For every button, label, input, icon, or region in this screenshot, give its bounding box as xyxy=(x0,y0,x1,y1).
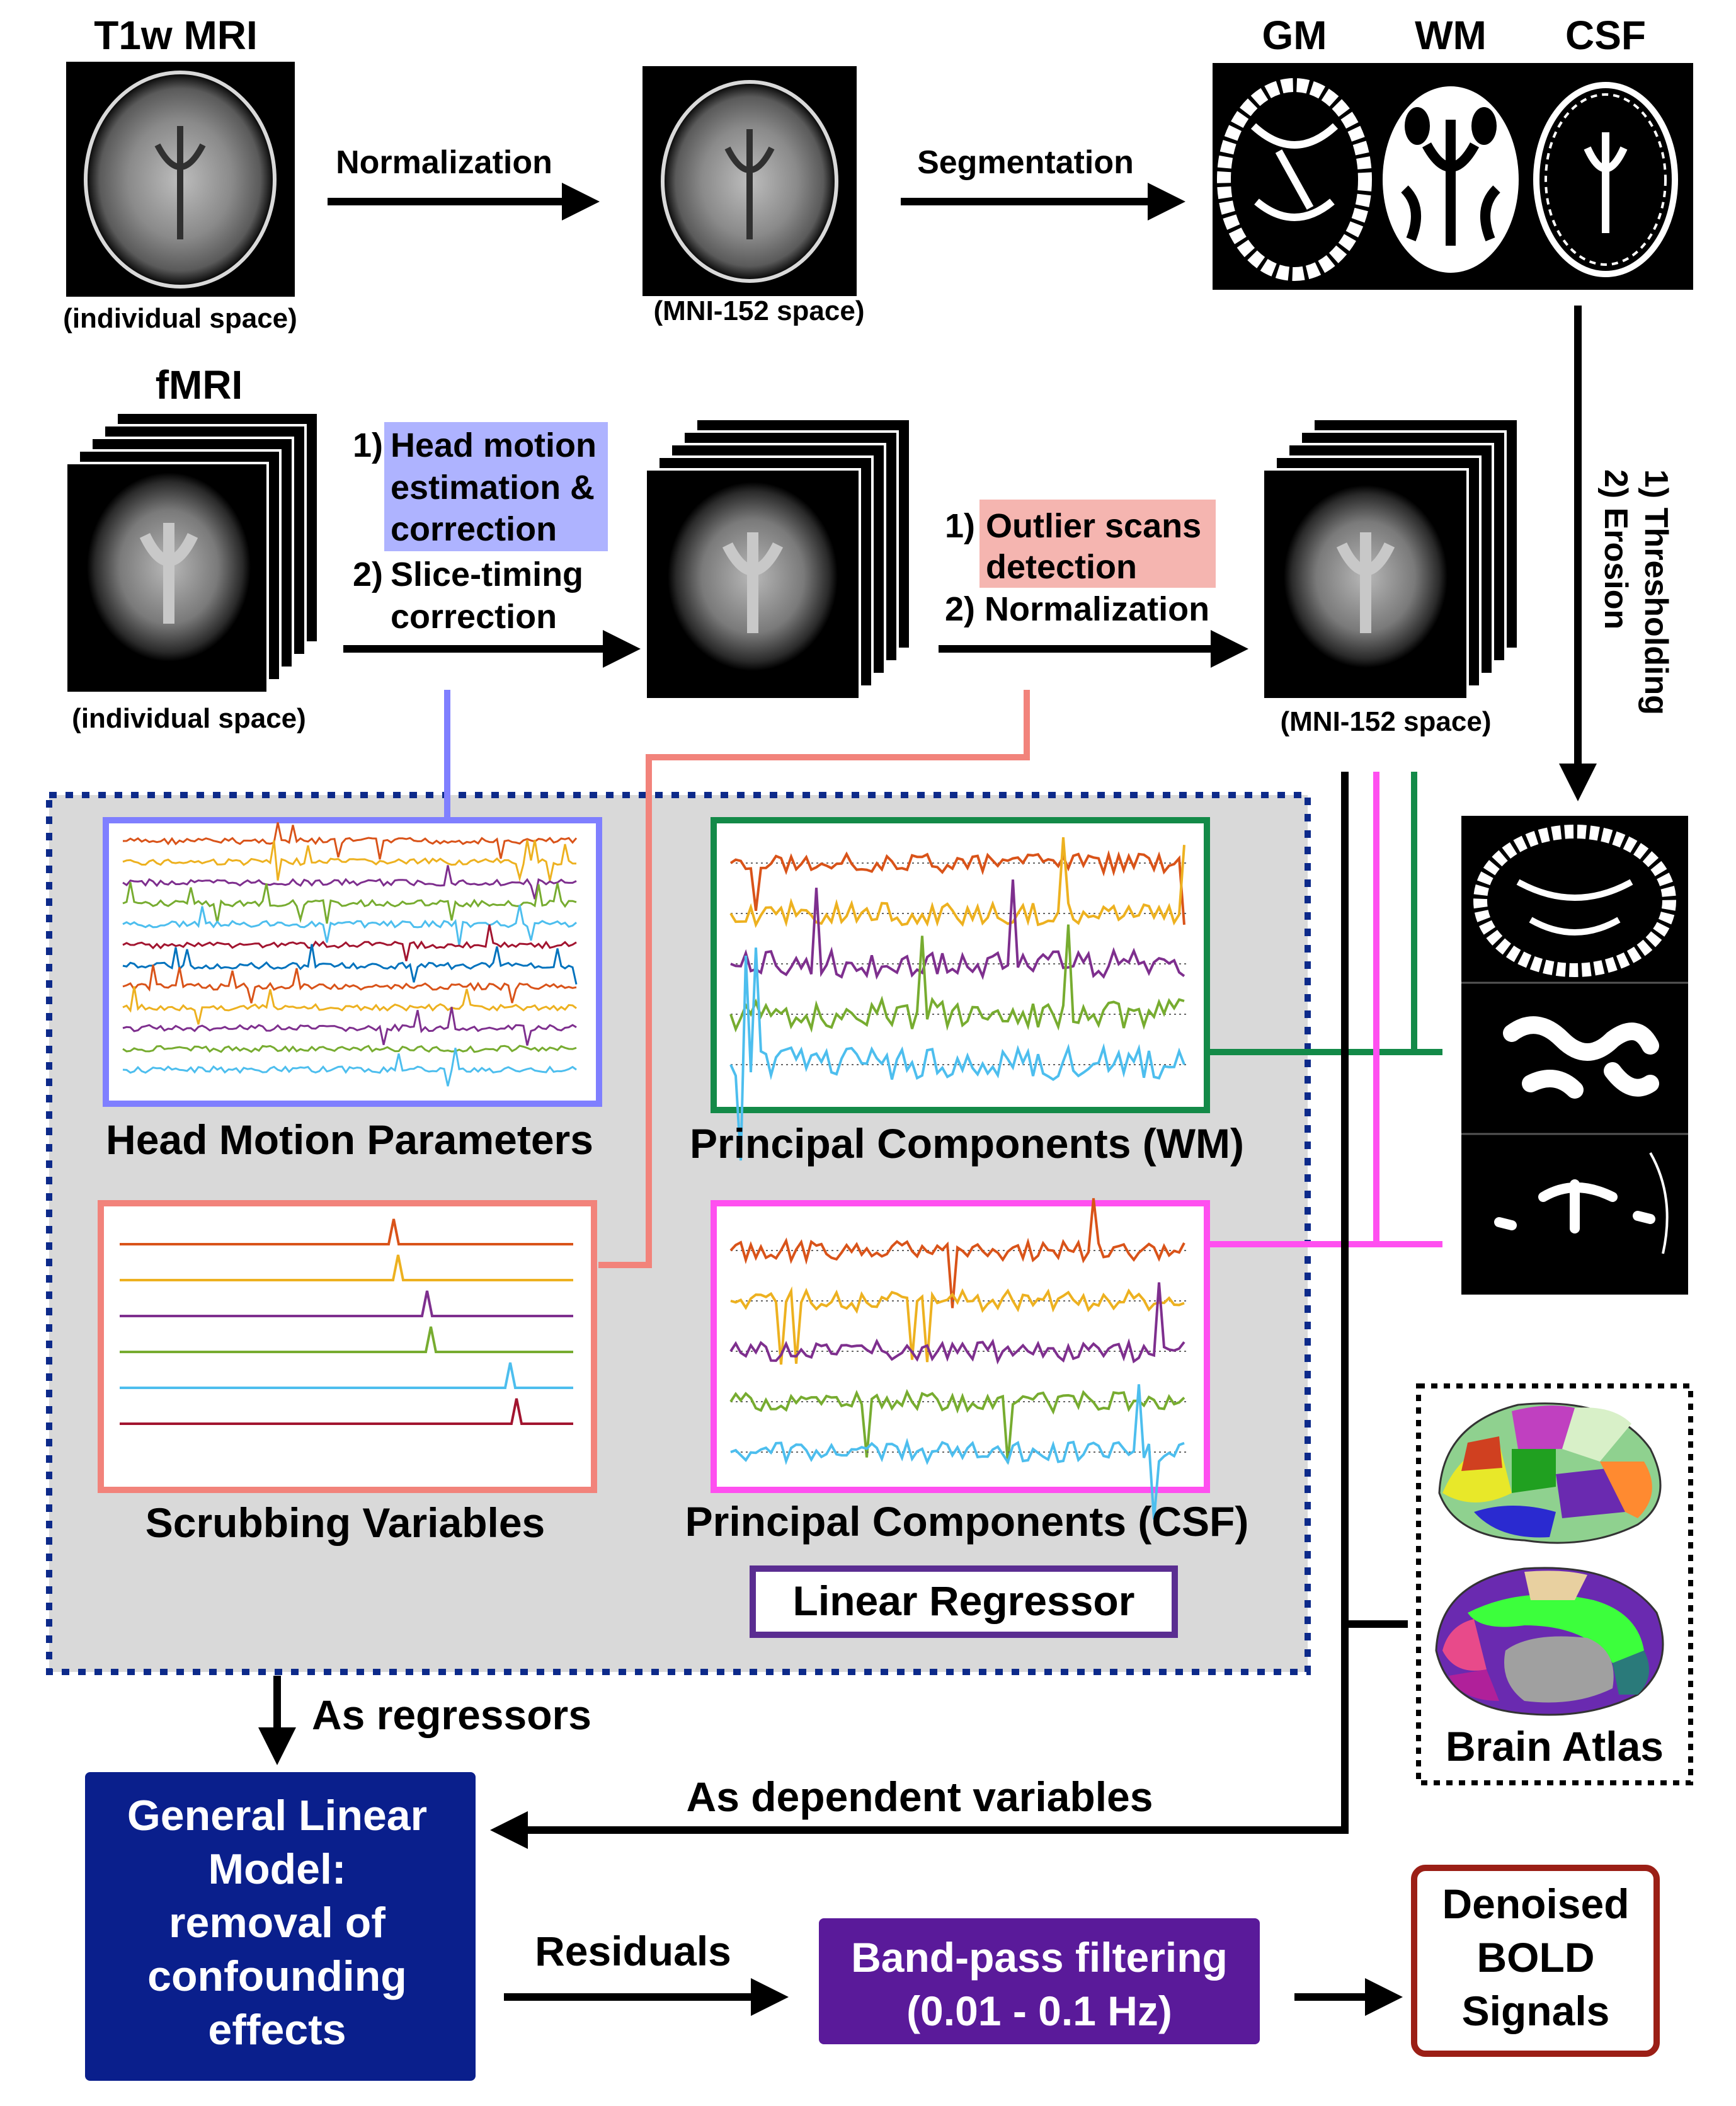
head-motion-highlight xyxy=(384,422,608,551)
signal-trace xyxy=(729,947,1185,1161)
t1w-mni-brain-image xyxy=(642,66,857,296)
signal-trace xyxy=(122,924,577,961)
svg-text:correction: correction xyxy=(391,510,557,548)
fmri-individual-label: (individual space) xyxy=(72,703,306,734)
signal-trace xyxy=(122,882,577,924)
signal-trace xyxy=(729,924,1185,1033)
svg-text:BOLD: BOLD xyxy=(1477,1934,1595,1981)
linear-regressor-label: Linear Regressor xyxy=(793,1577,1135,1624)
erosion-label: 2) Erosion xyxy=(1597,469,1634,629)
svg-text:Model:: Model: xyxy=(208,1845,346,1893)
wm-components-panel xyxy=(711,817,1210,1161)
fmri-stack-individual xyxy=(65,411,319,694)
signal-trace xyxy=(122,1048,577,1087)
svg-text:Slice-timing: Slice-timing xyxy=(391,556,583,593)
segmentation-label: Segmentation xyxy=(917,144,1134,181)
scrubbing-label: Scrubbing Variables xyxy=(146,1499,545,1546)
signal-trace xyxy=(122,865,577,900)
signal-trace xyxy=(120,1290,573,1317)
signal-trace xyxy=(730,879,1185,980)
thresholding-label: 1) Thresholding xyxy=(1638,469,1674,715)
svg-text:Outlier scans: Outlier scans xyxy=(986,507,1201,545)
outlier-highlight xyxy=(979,500,1216,588)
fmri-stack-mni xyxy=(1262,418,1519,701)
svg-text:estimation &: estimation & xyxy=(391,469,595,506)
denoised-box xyxy=(1411,1865,1660,2057)
svg-text:Signals: Signals xyxy=(1462,1988,1610,2034)
signal-trace xyxy=(122,986,577,1025)
bandpass-box xyxy=(819,1918,1260,2044)
svg-text:1): 1) xyxy=(353,426,383,464)
atlas-lateral-brain xyxy=(1438,1402,1662,1544)
glm-box xyxy=(85,1772,476,2081)
head-motion-panel xyxy=(103,817,602,1107)
t1w-individual-label: (individual space) xyxy=(63,303,297,334)
as-regressors-label: As regressors xyxy=(312,1691,591,1738)
svg-text:removal of: removal of xyxy=(169,1899,385,1947)
svg-text:correction: correction xyxy=(391,598,557,636)
residuals-label: Residuals xyxy=(535,1928,731,1974)
outlier-connector xyxy=(598,690,1030,1268)
signal-trace xyxy=(120,1254,573,1281)
svg-text:General Linear: General Linear xyxy=(127,1792,427,1840)
signal-trace xyxy=(120,1362,573,1389)
normalization-label: Normalization xyxy=(336,144,552,181)
signal-trace xyxy=(729,1282,1185,1365)
fmri-mni-label: (MNI-152 space) xyxy=(1280,706,1491,737)
head-motion-label: Head Motion Parameters xyxy=(106,1116,593,1163)
t1w-brain-image xyxy=(66,62,295,297)
wm-components-label: Principal Components (WM) xyxy=(690,1120,1244,1167)
signal-trace xyxy=(122,964,577,1004)
signal-trace xyxy=(729,1388,1185,1463)
svg-text:2) Normalization: 2) Normalization xyxy=(945,590,1209,628)
svg-text:2): 2) xyxy=(353,556,383,593)
signal-trace xyxy=(122,1044,577,1053)
signal-trace xyxy=(729,837,1185,929)
signal-trace xyxy=(122,944,578,985)
signal-trace xyxy=(120,1326,573,1353)
csf-components-label: Principal Components (CSF) xyxy=(685,1498,1249,1545)
t1w-mni-label: (MNI-152 space) xyxy=(653,295,864,326)
svg-text:(0.01 - 0.1 Hz): (0.01 - 0.1 Hz) xyxy=(906,1988,1172,2034)
csf-components-panel xyxy=(711,1198,1210,1519)
fmri-title: fMRI xyxy=(156,362,243,408)
signal-trace xyxy=(120,1398,573,1425)
svg-text:confounding: confounding xyxy=(147,1952,407,2000)
outlier-normalization-steps: 1) Outlier scans detection 2) Normalizat… xyxy=(945,500,1216,628)
dependent-variable-line xyxy=(490,772,1349,1849)
svg-text:effects: effects xyxy=(208,2006,346,2054)
signal-trace xyxy=(122,822,578,860)
brain-atlas-label: Brain Atlas xyxy=(1446,1723,1664,1770)
signal-trace xyxy=(729,1198,1185,1308)
signal-trace xyxy=(730,1286,1185,1365)
motion-correction-steps: 1) Head motion estimation & correction 2… xyxy=(353,422,608,636)
signal-trace xyxy=(120,1218,573,1245)
gm-label: GM xyxy=(1262,13,1327,58)
svg-text:detection: detection xyxy=(986,548,1137,586)
scrubbing-panel xyxy=(98,1200,597,1493)
signal-trace xyxy=(729,850,1185,925)
signal-trace xyxy=(122,839,577,883)
atlas-medial-brain xyxy=(1435,1567,1664,1716)
segmentation-images xyxy=(1213,63,1693,290)
svg-text:Band-pass filtering: Band-pass filtering xyxy=(851,1934,1228,1981)
fmri-stack-corrected xyxy=(644,418,911,701)
signal-trace xyxy=(122,905,577,946)
signal-trace xyxy=(730,1384,1185,1519)
wm-label: WM xyxy=(1415,13,1487,58)
csf-label: CSF xyxy=(1565,13,1646,58)
t1w-title: T1w MRI xyxy=(94,13,258,58)
as-dependent-label: As dependent variables xyxy=(687,1773,1153,1820)
svg-text:Head motion: Head motion xyxy=(391,426,597,464)
signal-trace xyxy=(122,1007,577,1046)
eroded-masks xyxy=(1461,816,1688,1295)
linear-regressor-box xyxy=(750,1565,1178,1638)
svg-text:1): 1) xyxy=(945,507,975,545)
svg-text:Denoised: Denoised xyxy=(1442,1880,1629,1927)
